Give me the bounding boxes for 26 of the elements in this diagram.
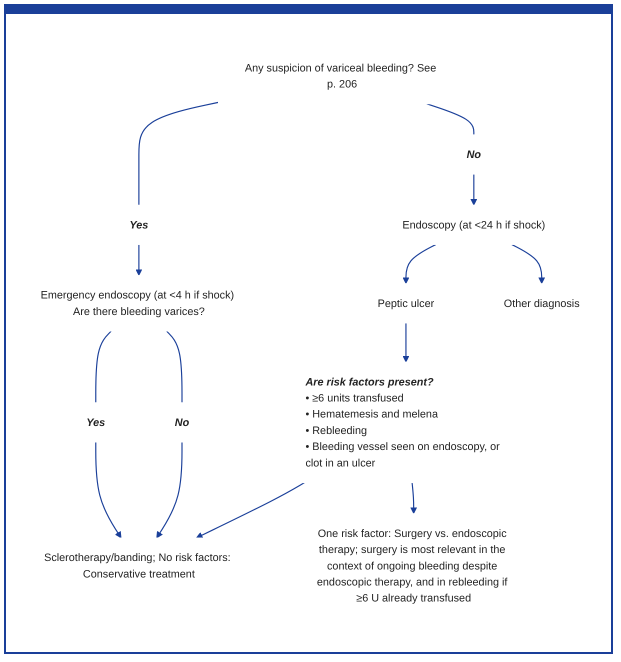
node-text: No [174,416,189,428]
node-text: No [466,148,481,160]
connector [166,330,182,403]
node-text: One risk factor: Surgery vs. endoscopic therapy; surgery is most relevant in the context of ongoing bleeding despite endoscopic therapy, and in rebleeding if ≥6 U already transfused [316,526,507,604]
arrow [156,442,182,538]
node-text: Emergency endoscopy (at <4 h if shock) Are there bleeding varices? [40,288,234,318]
connector [138,102,218,206]
node-text: Other diagnosis [503,296,580,310]
arrow [195,482,304,538]
arrow [470,174,477,206]
node-text: Peptic ulcer [377,296,434,310]
connector [426,103,474,135]
node-text: Endoscopy (at <24 h if shock) [402,218,545,231]
arrow [511,244,545,284]
arrow [402,244,436,284]
node-text: Yes [86,416,105,428]
arrow [94,442,121,538]
frame-border: Any suspicion of variceal bleeding? See p. 206 No Yes Endoscopy (at <24 h if shock) Emergency endoscopy (at <4 h if shock) Are there bleeding varices? Peptic ulcer Other diagnosis Yes No Are risk factors present? • ≥6 units transfused • Hematemesis and melena • Rebleeding • Bleeding vessel seen on endoscopy, or clot in an ulcer Sclerotherapy/banding; No risk factors: Conservative treatment One risk factor: Surgery vs. endoscopic therapy; surgery is most relevant in the context of ongoing bleeding despite endoscopic therapy, and in rebleeding if ≥6 U already transfused [4,4,613,654]
node-text: Yes [128,218,148,231]
node-text: Are risk factors present? • ≥6 units transfused • Hematemesis and melena • Rebleeding • Bleeding vessel seen on endoscopy, or clot in an ulcer [304,375,500,469]
connector [94,330,112,403]
node-text: Sclerotherapy/banding; No risk factors: Conservative treatment [44,551,230,580]
arrow [134,244,142,276]
arrow [402,322,409,362]
arrow [410,482,417,514]
node-text: Any suspicion of variceal bleeding? See p. 206 [244,61,436,90]
